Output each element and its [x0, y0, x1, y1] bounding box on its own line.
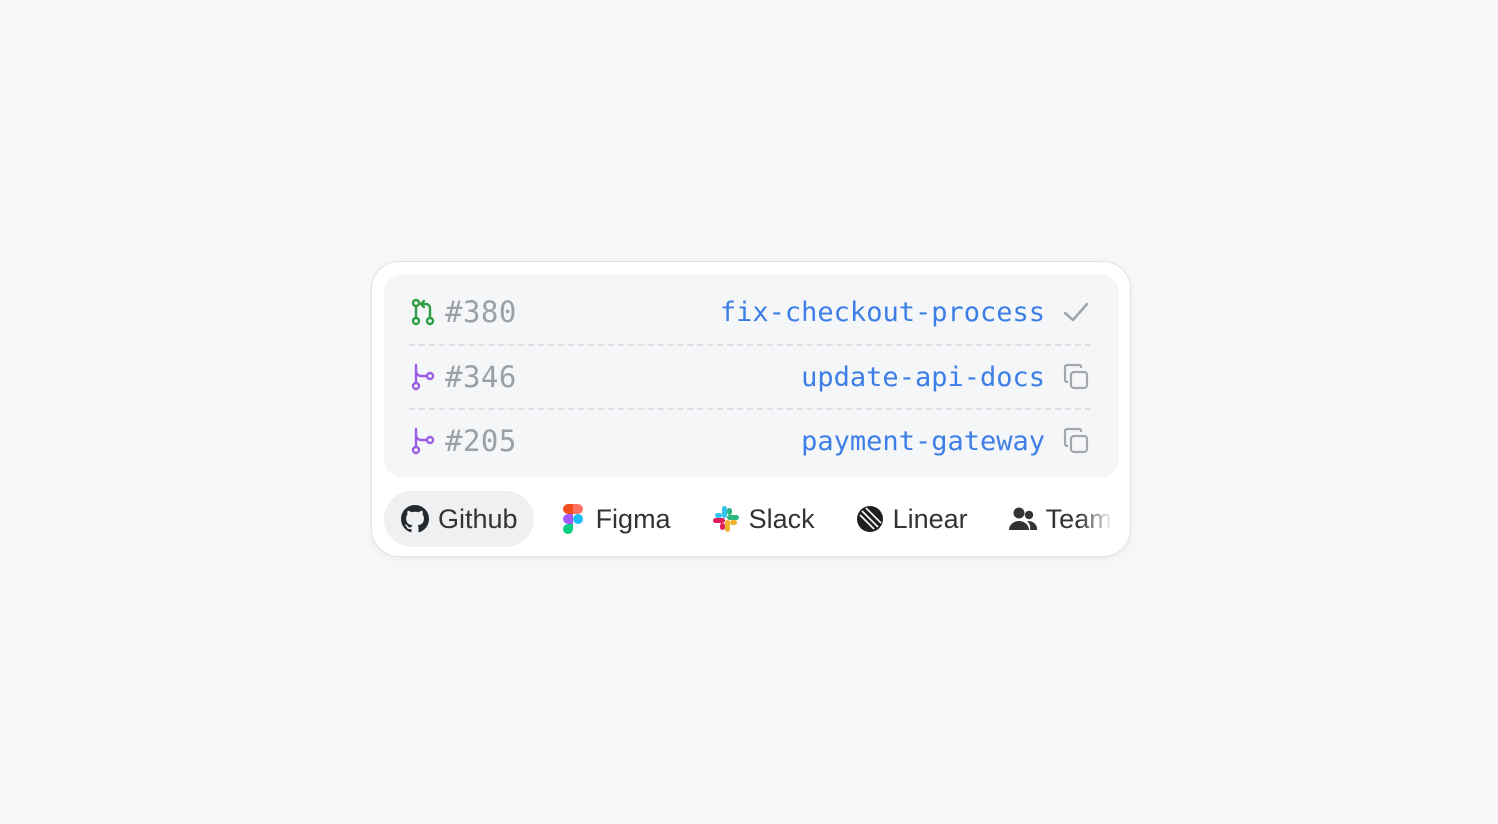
tab-github[interactable]: Github [384, 491, 534, 547]
tab-label: Linear [892, 503, 968, 534]
pull-request-icon [409, 298, 437, 326]
pull-request-list: #380 fix-checkout-process #346 update-ap… [384, 274, 1119, 477]
pull-request-number: #346 [445, 360, 517, 394]
pull-request-row[interactable]: #380 fix-checkout-process [409, 280, 1091, 344]
pull-request-row[interactable]: #346 update-api-docs [409, 344, 1091, 408]
tab-slack[interactable]: Slack [695, 491, 831, 547]
pull-request-number: #205 [445, 424, 517, 458]
tab-label: Team [1045, 503, 1112, 534]
tab-label: Figma [595, 503, 671, 534]
integration-card: #380 fix-checkout-process #346 update-ap… [371, 261, 1131, 557]
copy-icon[interactable] [1061, 362, 1091, 392]
git-branch-icon [409, 363, 437, 391]
integration-tabs: Github Figma [384, 491, 1119, 547]
figma-icon [558, 504, 588, 534]
tab-label: Github [438, 503, 518, 534]
slack-icon [711, 504, 741, 534]
branch-name-link[interactable]: fix-checkout-process [719, 296, 1045, 328]
tab-label: Slack [748, 503, 815, 534]
pull-request-row[interactable]: #205 payment-gateway [409, 408, 1091, 472]
github-icon [400, 504, 430, 534]
tab-team[interactable]: Team [992, 491, 1119, 547]
branch-name-link[interactable]: update-api-docs [801, 361, 1045, 393]
linear-icon [855, 504, 885, 534]
tab-linear[interactable]: Linear [839, 491, 984, 547]
team-icon [1008, 504, 1038, 534]
checkmark-icon[interactable] [1061, 297, 1091, 327]
git-branch-icon [409, 427, 437, 455]
branch-name-link[interactable]: payment-gateway [801, 425, 1045, 457]
copy-icon[interactable] [1061, 426, 1091, 456]
tab-figma[interactable]: Figma [542, 491, 687, 547]
pull-request-number: #380 [445, 295, 517, 329]
